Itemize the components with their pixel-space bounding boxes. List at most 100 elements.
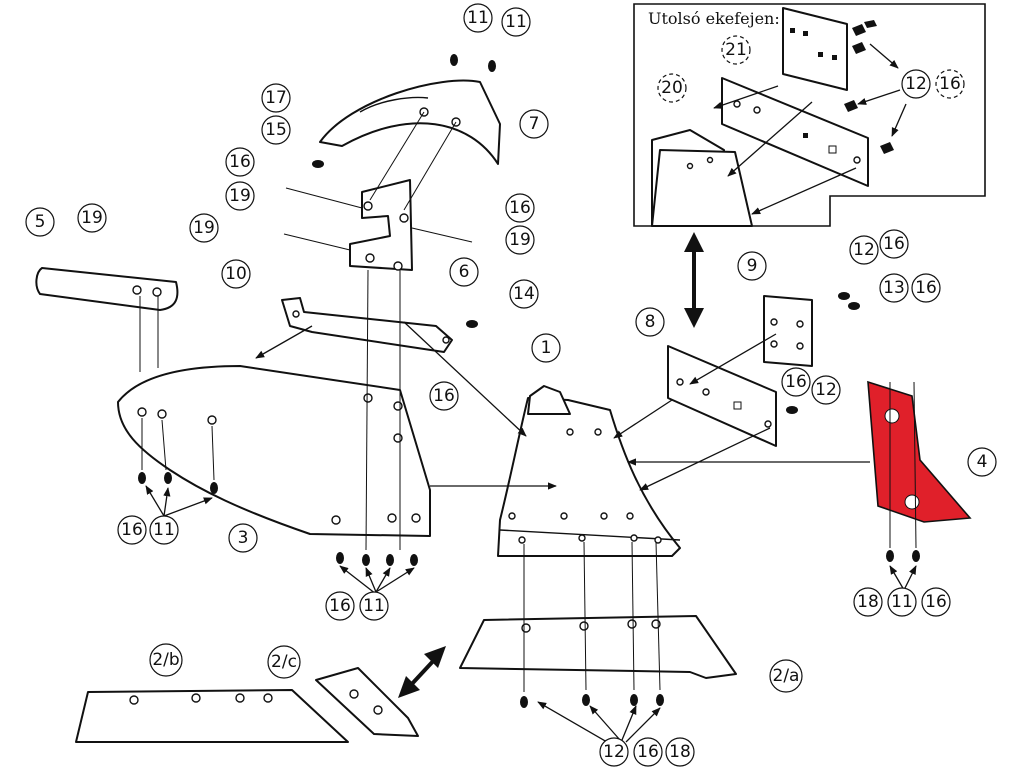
svg-text:16: 16 xyxy=(433,386,455,406)
part-9-plate xyxy=(763,295,813,367)
part-5-handle xyxy=(35,267,179,311)
part-6-bracket xyxy=(349,179,413,271)
part-1-frog xyxy=(497,397,681,557)
callout-9: 9 xyxy=(737,251,767,281)
svg-text:12: 12 xyxy=(815,380,837,400)
callout-11-left: 11 xyxy=(149,515,179,545)
svg-text:16: 16 xyxy=(329,596,351,616)
callout-15: 15 xyxy=(261,115,291,145)
callout-19-d: 19 xyxy=(505,225,535,255)
link-double-arrow-2c xyxy=(398,646,446,698)
callout-16-e: 16 xyxy=(325,591,355,621)
callout-16-b: 16 xyxy=(505,193,535,223)
callout-4: 4 xyxy=(967,447,997,477)
svg-text:12: 12 xyxy=(905,74,927,94)
svg-text:19: 19 xyxy=(193,218,215,238)
part-8-bar xyxy=(667,345,777,447)
callout-12-b: 12 xyxy=(811,375,841,405)
svg-text:11: 11 xyxy=(467,8,489,28)
inset-panel: Utolsó ekefejen: xyxy=(633,3,986,227)
callout-16-right: 16 xyxy=(921,587,951,617)
callout-11-top-a: 11 xyxy=(463,3,493,33)
callout-5: 5 xyxy=(25,207,55,237)
callout-7: 7 xyxy=(519,109,549,139)
callout-13: 13 xyxy=(879,273,909,303)
arrows xyxy=(145,321,917,747)
svg-text:18: 18 xyxy=(857,592,879,612)
callout-19-a: 19 xyxy=(77,203,107,233)
svg-text:19: 19 xyxy=(229,186,251,206)
svg-text:20: 20 xyxy=(661,78,683,98)
svg-text:13: 13 xyxy=(883,278,905,298)
svg-text:12: 12 xyxy=(853,240,875,260)
svg-text:1: 1 xyxy=(541,338,552,358)
part-2a-share xyxy=(459,615,737,679)
svg-text:17: 17 xyxy=(265,88,287,108)
callout-12-inset: 12 xyxy=(901,69,931,99)
svg-text:16: 16 xyxy=(785,372,807,392)
svg-text:9: 9 xyxy=(747,256,758,276)
callout-16-h: 16 xyxy=(781,367,811,397)
callout-19-c: 19 xyxy=(225,181,255,211)
callout-16-d: 16 xyxy=(117,515,147,545)
svg-text:2/b: 2/b xyxy=(152,650,179,670)
callout-2b: 2/b xyxy=(149,643,183,677)
svg-text:16: 16 xyxy=(121,520,143,540)
svg-text:16: 16 xyxy=(915,278,937,298)
svg-text:15: 15 xyxy=(265,120,287,140)
callout-16-g: 16 xyxy=(911,273,941,303)
callouts: 1 2/a 2/b 2/c 3 4 5 6 7 8 9 10 11 11 11 … xyxy=(25,3,997,767)
callout-16-inset: 16 xyxy=(935,69,965,99)
callout-18-right: 18 xyxy=(853,587,883,617)
callout-16-bottom: 16 xyxy=(633,737,663,767)
svg-text:16: 16 xyxy=(883,234,905,254)
svg-text:2/c: 2/c xyxy=(271,652,297,672)
callout-2c: 2/c xyxy=(267,645,301,679)
callout-1: 1 xyxy=(531,333,561,363)
guide-lines xyxy=(139,111,917,692)
callout-8: 8 xyxy=(635,307,665,337)
callout-14: 14 xyxy=(509,279,539,309)
inset-plate-21 xyxy=(782,7,848,91)
svg-text:3: 3 xyxy=(238,528,249,548)
callout-11-right: 11 xyxy=(887,587,917,617)
svg-text:18: 18 xyxy=(669,742,691,762)
callout-12-a: 12 xyxy=(849,235,879,265)
part-7-curved-plate xyxy=(319,79,501,165)
svg-text:19: 19 xyxy=(509,230,531,250)
svg-text:19: 19 xyxy=(81,208,103,228)
svg-text:16: 16 xyxy=(637,742,659,762)
callout-11-top-b: 11 xyxy=(501,7,531,37)
svg-text:10: 10 xyxy=(225,264,247,284)
svg-text:6: 6 xyxy=(459,262,470,282)
part-2c-tip xyxy=(315,667,419,737)
callout-3: 3 xyxy=(228,523,258,553)
callout-11-mid: 11 xyxy=(359,591,389,621)
bolts xyxy=(138,54,920,708)
svg-text:16: 16 xyxy=(509,198,531,218)
callout-21: 21 xyxy=(721,35,751,65)
callout-12-bottom: 12 xyxy=(599,737,629,767)
svg-text:16: 16 xyxy=(925,592,947,612)
callout-19-b: 19 xyxy=(189,213,219,243)
callout-2a: 2/a xyxy=(769,659,803,693)
svg-text:11: 11 xyxy=(891,592,913,612)
callout-10: 10 xyxy=(221,259,251,289)
svg-text:11: 11 xyxy=(153,520,175,540)
callout-18-bottom: 18 xyxy=(665,737,695,767)
callout-16-a: 16 xyxy=(225,147,255,177)
svg-text:2/a: 2/a xyxy=(773,666,800,686)
svg-text:8: 8 xyxy=(645,312,656,332)
inset-caption: Utolsó ekefejen: xyxy=(648,9,780,28)
svg-text:21: 21 xyxy=(725,40,747,60)
callout-6: 6 xyxy=(449,257,479,287)
svg-text:7: 7 xyxy=(529,114,540,134)
svg-text:12: 12 xyxy=(603,742,625,762)
callout-20: 20 xyxy=(657,73,687,103)
part-10-rail xyxy=(281,297,453,353)
part-2b-share xyxy=(75,689,349,743)
svg-text:16: 16 xyxy=(229,152,251,172)
svg-text:4: 4 xyxy=(977,452,988,472)
svg-text:16: 16 xyxy=(939,74,961,94)
